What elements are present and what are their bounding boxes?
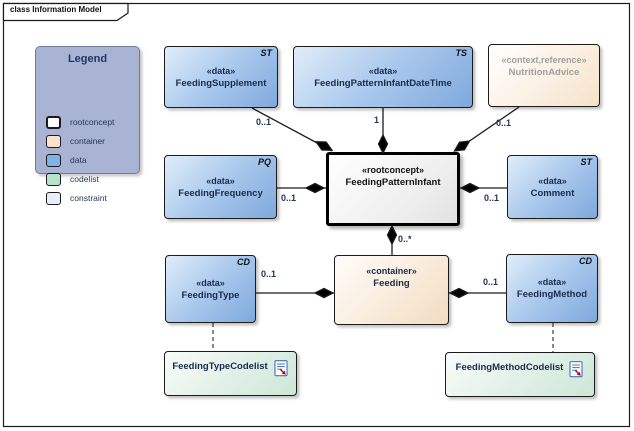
- node-name: FeedingType: [181, 289, 240, 301]
- edge-feeding-pattern-infant-datetime[interactable]: [377, 108, 389, 155]
- node-feeding-type-codelist[interactable]: FeedingTypeCodelist: [164, 351, 297, 396]
- linked-document-icon: [274, 360, 288, 377]
- node-feeding-frequency[interactable]: PQ «data» FeedingFrequency: [164, 155, 277, 219]
- node-name: FeedingMethod: [516, 289, 588, 300]
- legend-item-data: data: [46, 153, 87, 167]
- node-feeding[interactable]: «container» Feeding: [334, 255, 449, 325]
- node-name: FeedingTypeCodelist: [172, 361, 268, 372]
- legend-item-container: container: [46, 134, 105, 148]
- node-name: NutritionAdvice: [508, 67, 580, 78]
- data-swatch: [46, 153, 61, 167]
- node-name: Comment: [530, 187, 575, 199]
- node-stereotype: «container»: [366, 266, 417, 276]
- edge-comment[interactable]: [459, 182, 507, 194]
- legend-item-rootconcept: rootconcept: [46, 115, 114, 129]
- type-marker: CD: [579, 256, 592, 266]
- legend-label: data: [70, 155, 87, 165]
- legend-label: rootconcept: [70, 117, 115, 127]
- edge-feeding-supplement[interactable]: [251, 107, 334, 154]
- node-stereotype: «context,reference»: [501, 55, 587, 65]
- node-name: FeedingMethodCodelist: [455, 362, 564, 373]
- node-feeding-supplement[interactable]: ST «data» FeedingSupplement: [164, 46, 278, 108]
- type-marker: PQ: [257, 157, 271, 167]
- multiplicity-label: 0..1: [484, 193, 500, 203]
- edge-feeding[interactable]: [386, 224, 398, 255]
- edge-feeding-method[interactable]: [448, 287, 506, 299]
- type-marker: ST: [260, 48, 272, 58]
- codelist-swatch: [46, 172, 61, 186]
- node-stereotype: «data»: [537, 277, 567, 287]
- node-feeding-pattern-infant[interactable]: «rootconcept» FeedingPatternInfant: [326, 152, 460, 226]
- node-stereotype: «rootconcept»: [361, 165, 424, 175]
- legend-label: codelist: [70, 174, 99, 184]
- node-feeding-method[interactable]: CD «data» FeedingMethod: [506, 254, 598, 323]
- multiplicity-label: 0..1: [483, 277, 499, 287]
- legend[interactable]: Legend rootconcept container data codeli…: [35, 46, 140, 205]
- multiplicity-label: 0..*: [398, 234, 412, 244]
- edge-nutrition-advice[interactable]: [452, 106, 520, 155]
- linked-document-icon: [569, 361, 583, 378]
- multiplicity-label: 0..1: [256, 117, 272, 127]
- node-comment[interactable]: ST «data» Comment: [507, 155, 598, 219]
- rootconcept-swatch: [46, 115, 61, 129]
- node-name: FeedingFrequency: [178, 187, 263, 199]
- container-swatch: [46, 134, 61, 148]
- node-stereotype: «data»: [206, 175, 235, 186]
- multiplicity-label: 0..1: [261, 269, 277, 279]
- node-stereotype: «data»: [368, 65, 398, 76]
- constraint-swatch: [46, 191, 61, 205]
- multiplicity-label: 1: [374, 115, 380, 125]
- node-stereotype: «data»: [538, 175, 567, 186]
- edge-feeding-frequency[interactable]: [277, 182, 326, 194]
- node-name: FeedingPatternInfant: [345, 177, 441, 188]
- multiplicity-label: 0..1: [281, 193, 297, 203]
- node-nutrition-advice[interactable]: «context,reference» NutritionAdvice: [488, 44, 600, 107]
- edge-feeding-type[interactable]: [256, 287, 335, 299]
- frame-title: class Information Model: [10, 5, 102, 14]
- multiplicity-label: 0..1: [496, 118, 512, 128]
- node-name: FeedingPatternInfantDateTime: [314, 77, 452, 89]
- node-stereotype: «data»: [196, 277, 225, 288]
- node-name: FeedingSupplement: [175, 77, 267, 89]
- legend-item-codelist: codelist: [46, 172, 99, 186]
- legend-label: container: [70, 136, 105, 146]
- legend-label: constraint: [70, 193, 107, 203]
- type-marker: CD: [237, 257, 250, 267]
- legend-title: Legend: [67, 53, 108, 65]
- legend-item-constraint: constraint: [46, 191, 107, 205]
- node-name: Feeding: [373, 278, 410, 289]
- type-marker: TS: [455, 48, 467, 58]
- node-feeding-pattern-infant-datetime[interactable]: TS «data» FeedingPatternInfantDateTime: [293, 46, 473, 108]
- node-feeding-type[interactable]: CD «data» FeedingType: [165, 255, 256, 323]
- node-stereotype: «data»: [206, 65, 236, 76]
- node-feeding-method-codelist[interactable]: FeedingMethodCodelist: [445, 352, 595, 397]
- type-marker: ST: [580, 157, 592, 167]
